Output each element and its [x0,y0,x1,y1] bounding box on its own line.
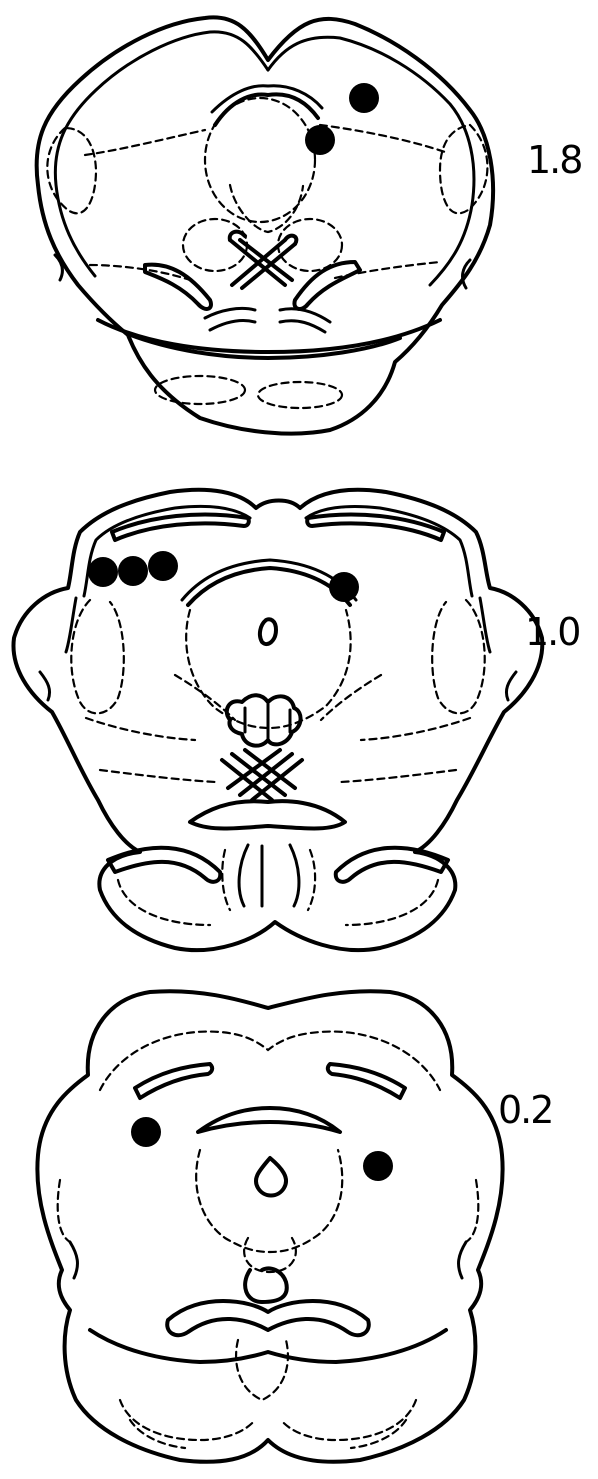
section-level-label: 1.8 [527,138,581,182]
outer-contour [37,991,502,1462]
lesion-dot [349,83,379,113]
section-level-label: 1.0 [525,610,579,654]
section-1-8-drawing [0,0,598,450]
brain-section-0-2: 0.2 [0,980,598,1479]
section-1-0-drawing [0,470,598,960]
brain-section-1-8: 1.8 [0,0,598,450]
section-level-label: 0.2 [498,1088,552,1132]
lesion-dot [88,557,118,587]
lesion-dot [329,572,359,602]
lesion-dot [118,556,148,586]
section-0-2-drawing [0,980,598,1479]
lesion-dot [148,551,178,581]
lesion-dot [131,1117,161,1147]
lesion-dot [305,125,335,155]
brain-section-1-0: 1.0 [0,470,598,960]
lesion-dot [363,1151,393,1181]
